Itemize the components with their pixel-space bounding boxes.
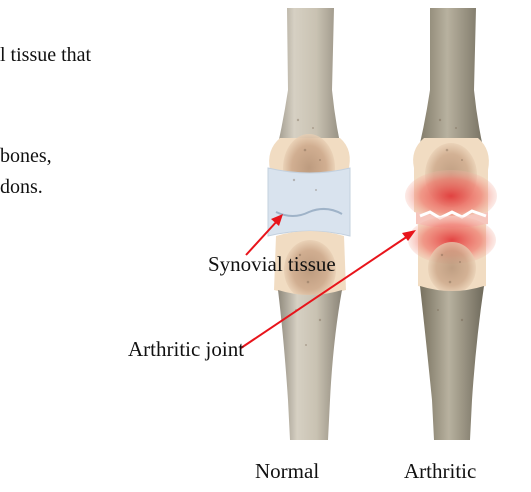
caption-arthritic: Arthritic — [404, 460, 476, 482]
label-arthritic-joint: Arthritic joint — [128, 338, 244, 360]
label-synovial-tissue: Synovial tissue — [208, 253, 336, 275]
arthritic-joint-illustration — [405, 8, 497, 440]
normal-joint-illustration — [268, 8, 350, 440]
caption-normal: Normal — [255, 460, 319, 482]
